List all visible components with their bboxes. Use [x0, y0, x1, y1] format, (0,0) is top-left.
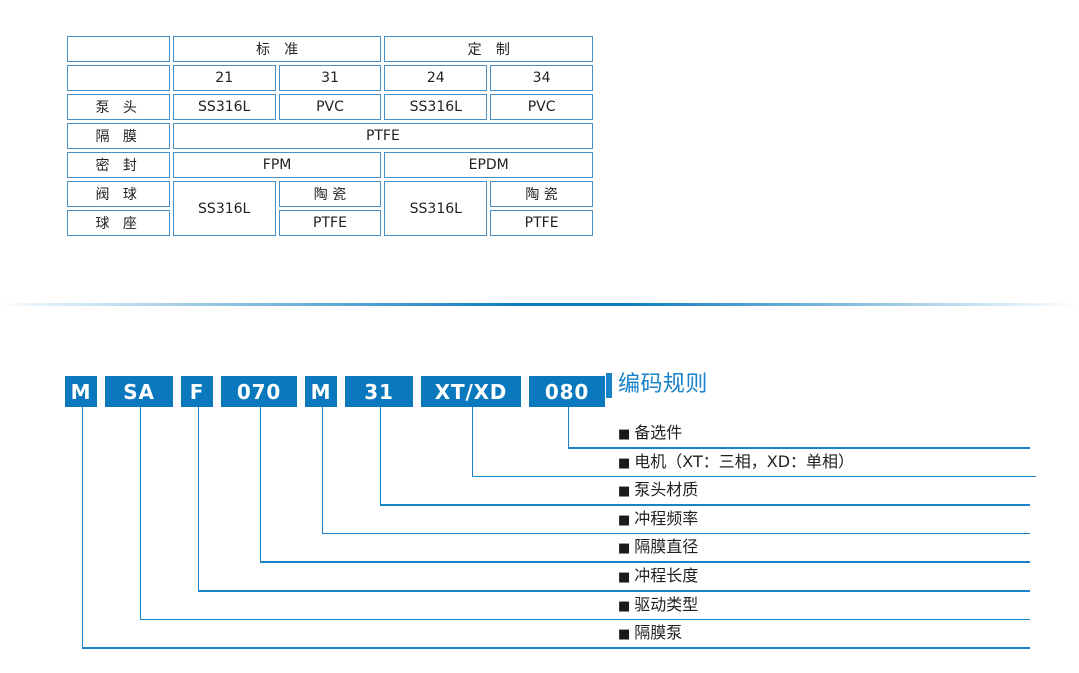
leader-vertical-4	[321, 407, 324, 533]
code-chip-1: SA	[105, 376, 173, 407]
cell-valve-ball-24: SS316L	[384, 181, 488, 236]
cell-ball-seat-34: PTFE	[490, 210, 593, 236]
table-row-group-header: 标 准 定 制	[67, 36, 593, 62]
legend-item-0: ■备选件	[618, 423, 683, 442]
leader-horizontal-5	[379, 504, 1030, 506]
leader-horizontal-0	[81, 647, 1030, 649]
row-label-diaphragm: 隔 膜	[67, 123, 170, 149]
legend-item-label: 驱动类型	[634, 594, 699, 614]
table-corner-blank-2	[67, 65, 170, 91]
legend-item-3: ■冲程频率	[618, 508, 699, 528]
cell-pump-head-31: PVC	[278, 94, 382, 120]
bullet-square-icon: ■	[618, 512, 631, 528]
leader-vertical-1	[139, 407, 142, 619]
legend-item-label: 泵头材质	[634, 480, 699, 500]
group-header-custom: 定 制	[384, 36, 593, 62]
cell-valve-ball-21: SS316L	[172, 181, 276, 236]
cell-diaphragm-all: PTFE	[172, 123, 593, 149]
bullet-square-icon: ■	[618, 570, 631, 585]
bullet-square-icon: ■	[618, 484, 631, 500]
leader-vertical-0	[81, 407, 84, 648]
code-chip-4: M	[305, 376, 337, 407]
bullet-square-icon: ■	[618, 627, 631, 643]
leader-horizontal-3	[259, 561, 1030, 563]
cell-valve-ball-31: 陶 瓷	[278, 181, 382, 207]
cell-valve-ball-34: 陶 瓷	[490, 181, 593, 207]
table-row: 密 封 FPM EPDM	[67, 152, 593, 178]
table-row: 阀 球 SS316L 陶 瓷 SS316L 陶 瓷	[67, 181, 593, 236]
row-label-ball-seat: 球 座	[67, 210, 170, 236]
leader-vertical-7	[567, 407, 570, 447]
cell-ball-seat-31: PTFE	[278, 210, 382, 236]
section-divider	[0, 303, 1079, 306]
legend-item-label: 电机（XT：三相，XD：单相）	[634, 451, 855, 471]
code-chip-7: 080	[529, 376, 605, 407]
table-row-code-header: 21 31 24 34	[67, 65, 593, 91]
legend-item-7: ■隔膜泵	[618, 623, 683, 643]
legend-item-label: 冲程频率	[634, 508, 699, 528]
code-header-34: 34	[490, 65, 593, 91]
legend-item-label: 隔膜泵	[634, 623, 683, 643]
cell-pump-head-34: PVC	[490, 94, 593, 120]
row-label-seal: 密 封	[67, 152, 170, 178]
code-header-21: 21	[172, 65, 276, 91]
code-header-24: 24	[384, 65, 488, 91]
leader-horizontal-4	[321, 532, 1030, 535]
code-chip-0: M	[65, 376, 97, 407]
code-chip-2: F	[181, 376, 213, 407]
table-row: 球 座 PTFE PTFE	[67, 210, 593, 236]
cell-pump-head-24: SS316L	[384, 94, 488, 120]
code-chip-3: 070	[221, 376, 297, 407]
cell-seal-standard: FPM	[172, 152, 382, 178]
leader-horizontal-6	[471, 475, 1036, 478]
bullet-square-icon: ■	[618, 455, 631, 471]
bullet-square-icon: ■	[618, 427, 631, 442]
cell-pump-head-21: SS316L	[172, 94, 276, 120]
spec-table-grid: 标 准 定 制 21 31 24 34 泵 头 SS316L PVC SS316…	[64, 33, 596, 239]
legend-item-1: ■电机（XT：三相，XD：单相）	[618, 451, 855, 471]
legend-item-2: ■泵头材质	[618, 480, 699, 500]
bullet-square-icon: ■	[618, 541, 631, 557]
table-row: 泵 头 SS316L PVC SS316L PVC	[67, 94, 593, 120]
code-chip-6: XT/XD	[421, 376, 521, 407]
legend-item-label: 备选件	[634, 423, 683, 442]
leader-horizontal-7	[567, 447, 1030, 449]
leader-vertical-6	[471, 407, 474, 476]
leader-vertical-5	[379, 407, 382, 505]
legend-item-label: 冲程长度	[634, 566, 699, 585]
cell-seal-custom: EPDM	[384, 152, 593, 178]
leader-vertical-3	[259, 407, 262, 562]
bullet-square-icon: ■	[618, 598, 631, 614]
legend-item-label: 隔膜直径	[634, 537, 699, 557]
code-header-31: 31	[278, 65, 382, 91]
leader-vertical-2	[197, 407, 200, 590]
code-chip-5: 31	[345, 376, 413, 407]
table-row: 隔 膜 PTFE	[67, 123, 593, 149]
leader-horizontal-2	[197, 590, 1030, 592]
table-corner-blank	[67, 36, 170, 62]
row-label-pump-head: 泵 头	[67, 94, 170, 120]
coding-rule-title: 编码规则	[618, 372, 708, 397]
legend-item-6: ■驱动类型	[618, 594, 699, 614]
title-accent-bar	[606, 373, 612, 398]
leader-horizontal-1	[139, 618, 1030, 621]
specification-table: 标 准 定 制 21 31 24 34 泵 头 SS316L PVC SS316…	[64, 33, 596, 239]
row-label-valve-ball: 阀 球	[67, 181, 170, 207]
group-header-standard: 标 准	[172, 36, 382, 62]
legend-item-4: ■隔膜直径	[618, 537, 699, 557]
legend-item-5: ■冲程长度	[618, 566, 699, 585]
